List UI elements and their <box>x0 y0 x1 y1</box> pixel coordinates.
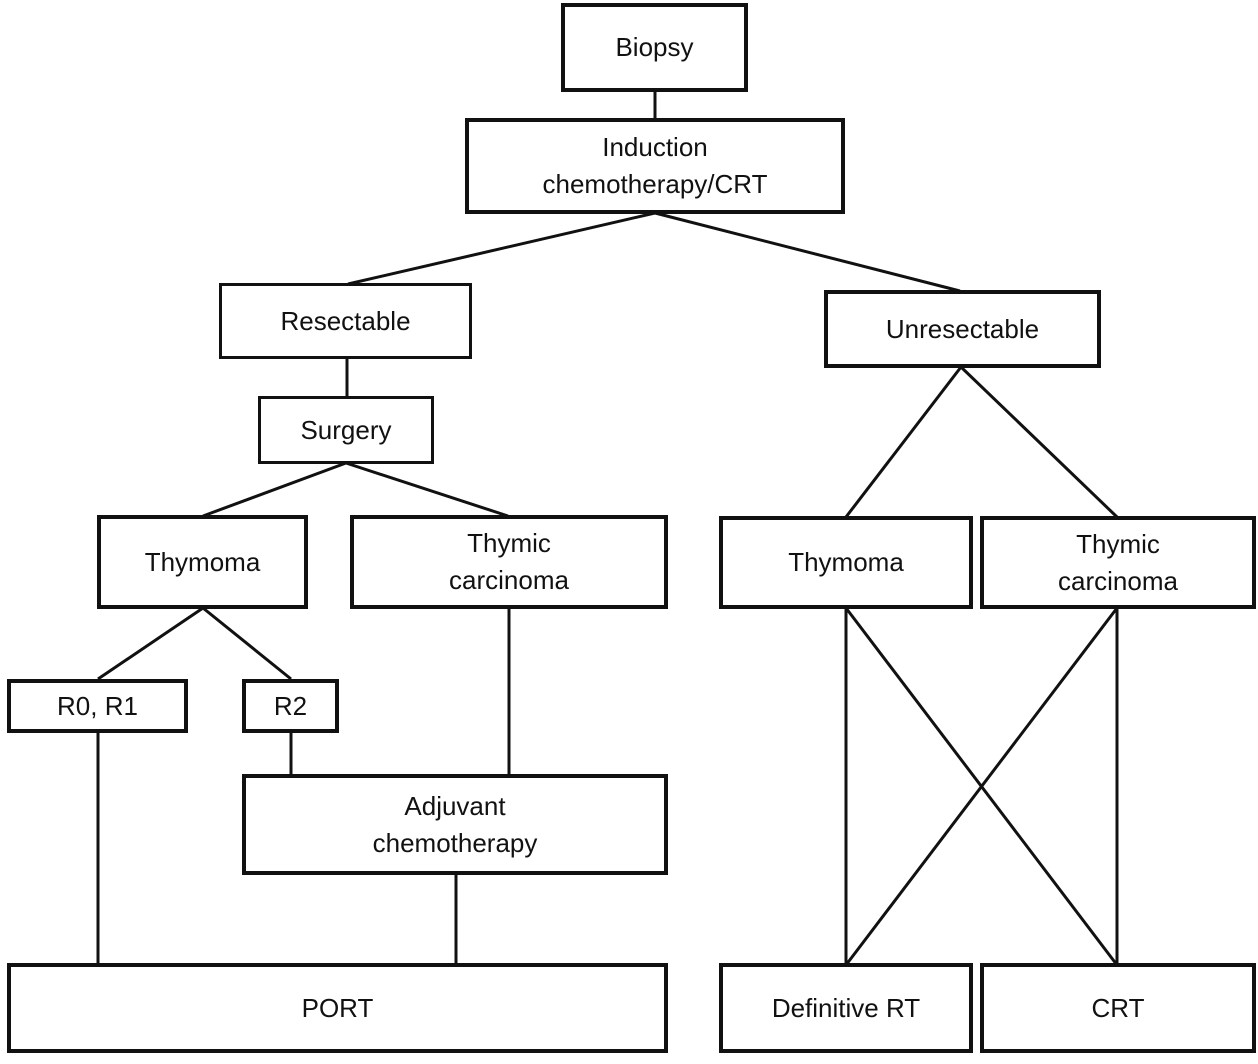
edge-unresectable-thymoma <box>844 366 963 518</box>
node-thymoma-resectable: Thymoma <box>97 515 308 609</box>
node-thymic-carcinoma-resectable-label: Thymic carcinoma <box>449 528 569 595</box>
node-r0-r1-label: R0, R1 <box>57 690 138 721</box>
node-induction-chemotherapy-label: Induction chemotherapy/CRT <box>542 132 768 199</box>
node-thymic-carcinoma-unresectable: Thymic carcinoma <box>980 516 1256 609</box>
node-crt: CRT <box>980 963 1256 1053</box>
node-thymoma-unresectable: Thymoma <box>719 516 973 609</box>
edge-thymoma-r2 <box>202 606 292 681</box>
node-definitive-rt: Definitive RT <box>719 963 973 1053</box>
node-crt-label: CRT <box>1091 992 1145 1023</box>
edge-thymoma-r0r1 <box>97 606 204 681</box>
node-thymoma-resectable-label: Thymoma <box>144 546 261 577</box>
node-port-label: PORT <box>301 992 374 1023</box>
node-thymoma-unresectable-label: Thymoma <box>788 547 904 577</box>
edge-induction-resectable <box>347 211 656 286</box>
node-thymic-carcinoma-resectable: Thymic carcinoma <box>350 515 668 609</box>
node-port: PORT <box>7 963 668 1053</box>
node-induction-chemotherapy: Induction chemotherapy/CRT <box>465 118 845 214</box>
node-biopsy: Biopsy <box>561 3 748 92</box>
edge-surgery-thymoma <box>202 461 347 518</box>
node-surgery: Surgery <box>258 396 434 464</box>
node-resectable: Resectable <box>219 283 472 359</box>
node-r0-r1: R0, R1 <box>7 679 188 733</box>
edge-surgery-thymic-carcinoma <box>345 461 509 518</box>
edge-unresectable-thymic-carcinoma <box>959 365 1119 519</box>
node-unresectable-label: Unresectable <box>885 313 1040 344</box>
node-definitive-rt-label: Definitive RT <box>771 992 921 1023</box>
node-adjuvant-chemotherapy: Adjuvant chemotherapy <box>242 774 668 875</box>
node-thymic-carcinoma-unresectable-label: Thymic carcinoma <box>1058 528 1178 596</box>
edge-induction-unresectable <box>654 211 961 293</box>
node-resectable-label: Resectable <box>280 305 411 336</box>
node-surgery-label: Surgery <box>300 414 392 445</box>
node-adjuvant-chemotherapy-label: Adjuvant chemotherapy <box>372 790 538 858</box>
node-r2: R2 <box>242 679 339 733</box>
node-unresectable: Unresectable <box>824 290 1101 368</box>
edge-thymic-carcinoma-definitive-rt <box>844 607 1119 966</box>
node-r2-label: R2 <box>273 690 308 721</box>
node-biopsy-label: Biopsy <box>615 32 694 62</box>
